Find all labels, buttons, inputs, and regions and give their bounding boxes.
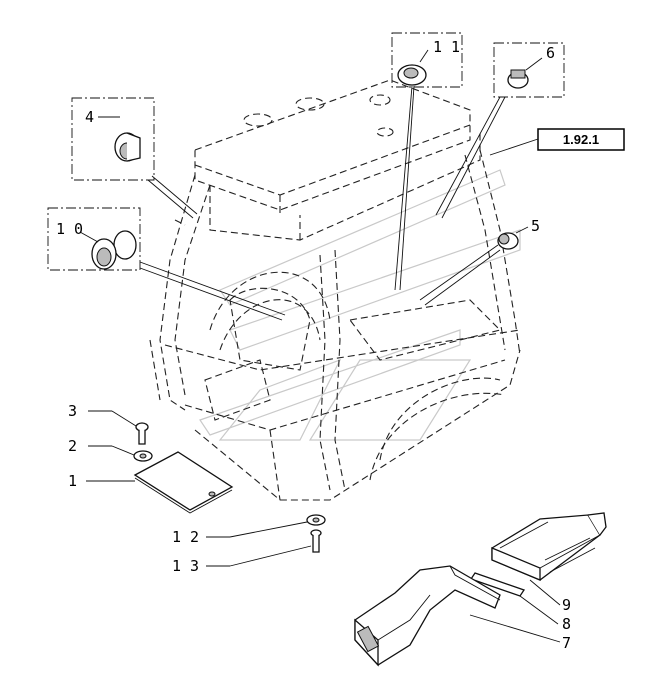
part-6-plug-icon <box>510 69 526 79</box>
part-5-plug-icon <box>498 233 510 245</box>
callout-7: 7 <box>562 634 571 652</box>
callout-2: 2 <box>68 437 77 455</box>
part-10-grommet-icon <box>96 247 112 267</box>
part-3-bolt[interactable] <box>135 422 149 445</box>
part-2-washer[interactable] <box>133 450 153 462</box>
reference-label: 1.92.1 <box>563 132 599 147</box>
part-5-group: 5 <box>419 217 540 306</box>
part-13-screw[interactable] <box>310 529 322 553</box>
part-9-outlet-duct[interactable] <box>491 512 607 581</box>
cover-plate-group: 3 2 1 <box>68 402 234 514</box>
callout-12: 1 2 <box>172 528 199 546</box>
part-11-plug-icon <box>403 67 419 79</box>
part-7-air-duct[interactable] <box>354 565 501 667</box>
callout-13: 1 3 <box>172 557 199 575</box>
detail-box-4: 4 <box>71 97 198 219</box>
callout-1: 1 <box>68 472 77 490</box>
screw-group: 1 2 1 3 <box>172 514 326 575</box>
watermark <box>199 169 521 441</box>
callout-10: 1 0 <box>56 220 83 238</box>
part-12-washer[interactable] <box>306 514 326 526</box>
callout-4: 4 <box>85 108 94 126</box>
reference-box[interactable]: 1.92.1 <box>537 128 625 151</box>
callout-8: 8 <box>562 615 571 633</box>
reference-leader <box>489 138 539 156</box>
callout-6: 6 <box>546 44 555 62</box>
callout-3: 3 <box>68 402 77 420</box>
detail-box-10: 1 0 <box>47 207 286 321</box>
callout-11: 1 1 <box>433 38 460 56</box>
part-10-grommet-rear[interactable] <box>113 230 137 260</box>
cab-outline <box>149 79 521 501</box>
duct-group: 9 8 7 <box>354 512 607 667</box>
detail-box-11: 1 1 <box>391 32 463 291</box>
callout-9: 9 <box>562 596 571 614</box>
callout-5: 5 <box>531 217 540 235</box>
detail-box-6: 6 <box>435 42 565 219</box>
part-1-cover-plate[interactable] <box>133 451 234 514</box>
